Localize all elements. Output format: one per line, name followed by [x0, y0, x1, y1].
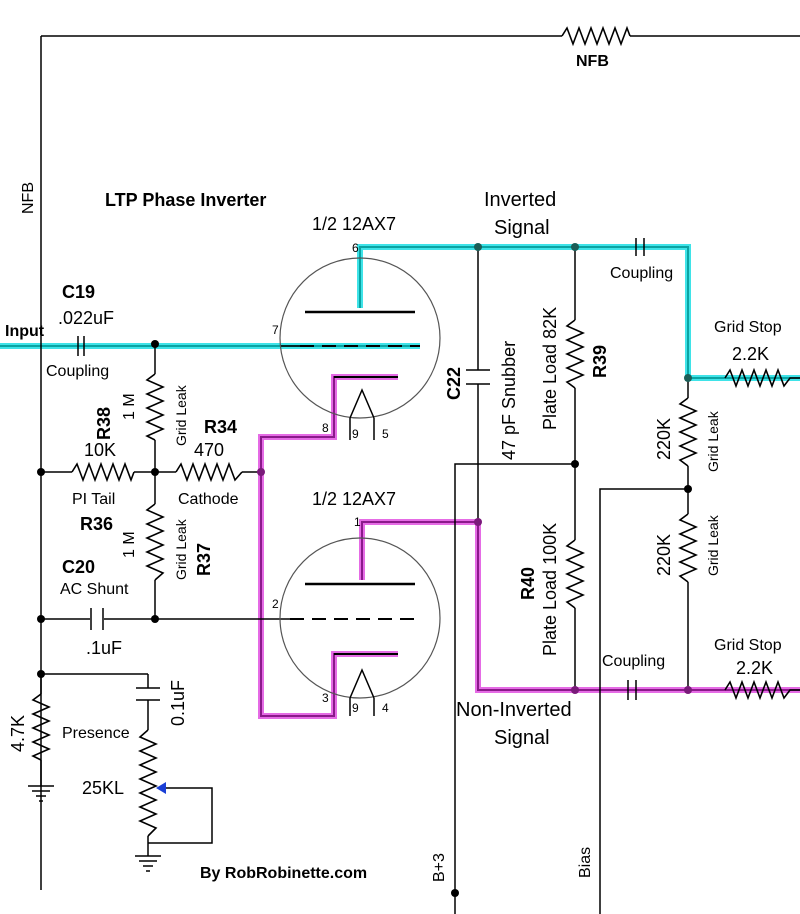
c20-label: C20	[62, 557, 95, 577]
grid-stop-top-label: Grid Stop	[714, 319, 782, 336]
pin-t2-grid: 2	[272, 597, 279, 611]
presence-cap-value: 0.1uF	[168, 680, 188, 726]
nfb-resistor	[561, 25, 631, 47]
r39-label: R39	[590, 345, 610, 378]
grid-leak-bottom-label: Grid Leak	[705, 514, 721, 576]
c19-label: C19	[62, 282, 95, 302]
tube-top-label: 1/2 12AX7	[312, 214, 396, 234]
nfb-top-label: NFB	[576, 53, 609, 70]
presence-label: Presence	[62, 725, 130, 742]
grid-stop-bottom-value: 2.2K	[736, 658, 773, 678]
grid-leak-top-label: Grid Leak	[705, 410, 721, 472]
c19-value: .022uF	[58, 308, 114, 328]
grid-stop-bottom-label: Grid Stop	[714, 637, 782, 654]
pi-tail-label: PI Tail	[72, 491, 115, 508]
r39-resistor	[565, 319, 585, 389]
pot-resistor	[138, 729, 158, 837]
non-inverted-label-2: Signal	[494, 727, 550, 749]
tube-bottom-label: 1/2 12AX7	[312, 489, 396, 509]
r38-label: R38	[94, 407, 114, 440]
r220k-bottom-resistor	[678, 513, 698, 583]
pot-wiper-arrow-icon	[156, 782, 166, 794]
r37-label: R37	[194, 543, 214, 576]
pin-t1-heater-a: 9	[352, 427, 359, 441]
plate-load-82k-label: Plate Load 82K	[540, 307, 560, 430]
r34-value: 470	[194, 440, 224, 460]
grid-stop-top-resistor	[724, 367, 800, 389]
coupling-in-label: Coupling	[46, 363, 109, 380]
ten-k-label: 10K	[84, 440, 116, 460]
b-plus-3-label: B+3	[431, 853, 448, 882]
r220k-top-resistor	[678, 397, 698, 467]
grid-leak-r37-label: Grid Leak	[173, 518, 189, 580]
r37-value: 1 M	[121, 531, 138, 558]
pin-t2-heater-a: 9	[352, 701, 359, 715]
wiring	[40, 35, 800, 914]
pin-t2-cathode: 3	[322, 691, 329, 705]
grid-stop-top-value: 2.2K	[732, 344, 769, 364]
r40-label: R40	[518, 567, 538, 600]
c22-label: C22	[444, 367, 464, 400]
pin-t1-grid: 7	[272, 323, 279, 337]
inverted-label-2: Signal	[494, 217, 550, 239]
r37-resistor	[145, 503, 165, 581]
snubber-label: 47 pF Snubber	[499, 341, 519, 460]
r40-resistor	[565, 539, 585, 609]
r34-label: R34	[204, 417, 237, 437]
ac-shunt-label: AC Shunt	[60, 581, 129, 598]
tube-bottom	[279, 537, 441, 716]
bias-label: Bias	[577, 847, 594, 878]
r38-value: 1 M	[121, 393, 138, 420]
pot-label: 25KL	[82, 778, 124, 798]
pin-t2-plate: 1	[354, 515, 361, 529]
grid-stop-bottom-resistor	[724, 679, 800, 701]
r-4k7-label: 4.7K	[8, 715, 28, 752]
non-inverted-label-1: Non-Inverted	[456, 699, 572, 721]
plate-load-100k-label: Plate Load 100K	[540, 523, 560, 656]
r-4k7-resistor	[31, 693, 51, 761]
r220k-top-label: 220K	[654, 418, 674, 460]
r220k-bottom-label: 220K	[654, 534, 674, 576]
pin-t2-heater-b: 4	[382, 701, 389, 715]
pin-t1-heater-b: 5	[382, 427, 389, 441]
grid-leak-r38-label: Grid Leak	[173, 384, 189, 446]
ground-pot-icon	[135, 855, 161, 872]
ground-left-icon	[28, 785, 54, 802]
r34-resistor	[175, 461, 243, 483]
pi-tail-resistor	[71, 461, 135, 483]
inverted-label-1: Inverted	[484, 189, 556, 211]
diagram-title: LTP Phase Inverter	[105, 190, 266, 210]
pin-t1-cathode: 8	[322, 421, 329, 435]
coupling-bottom-label: Coupling	[602, 653, 665, 670]
credit-label: By RobRobinette.com	[200, 865, 367, 882]
c20-value: .1uF	[86, 638, 122, 658]
coupling-top-label: Coupling	[610, 265, 673, 282]
cathode-label: Cathode	[178, 491, 239, 508]
nfb-left-label: NFB	[20, 182, 37, 214]
pin-t1-plate: 6	[352, 241, 359, 255]
tube-top	[279, 257, 441, 440]
r36-label: R36	[80, 514, 113, 534]
capacitors	[77, 238, 645, 701]
r38-resistor	[145, 373, 165, 441]
input-label: Input	[5, 323, 45, 340]
junctions	[37, 243, 692, 897]
resistors	[31, 25, 800, 837]
